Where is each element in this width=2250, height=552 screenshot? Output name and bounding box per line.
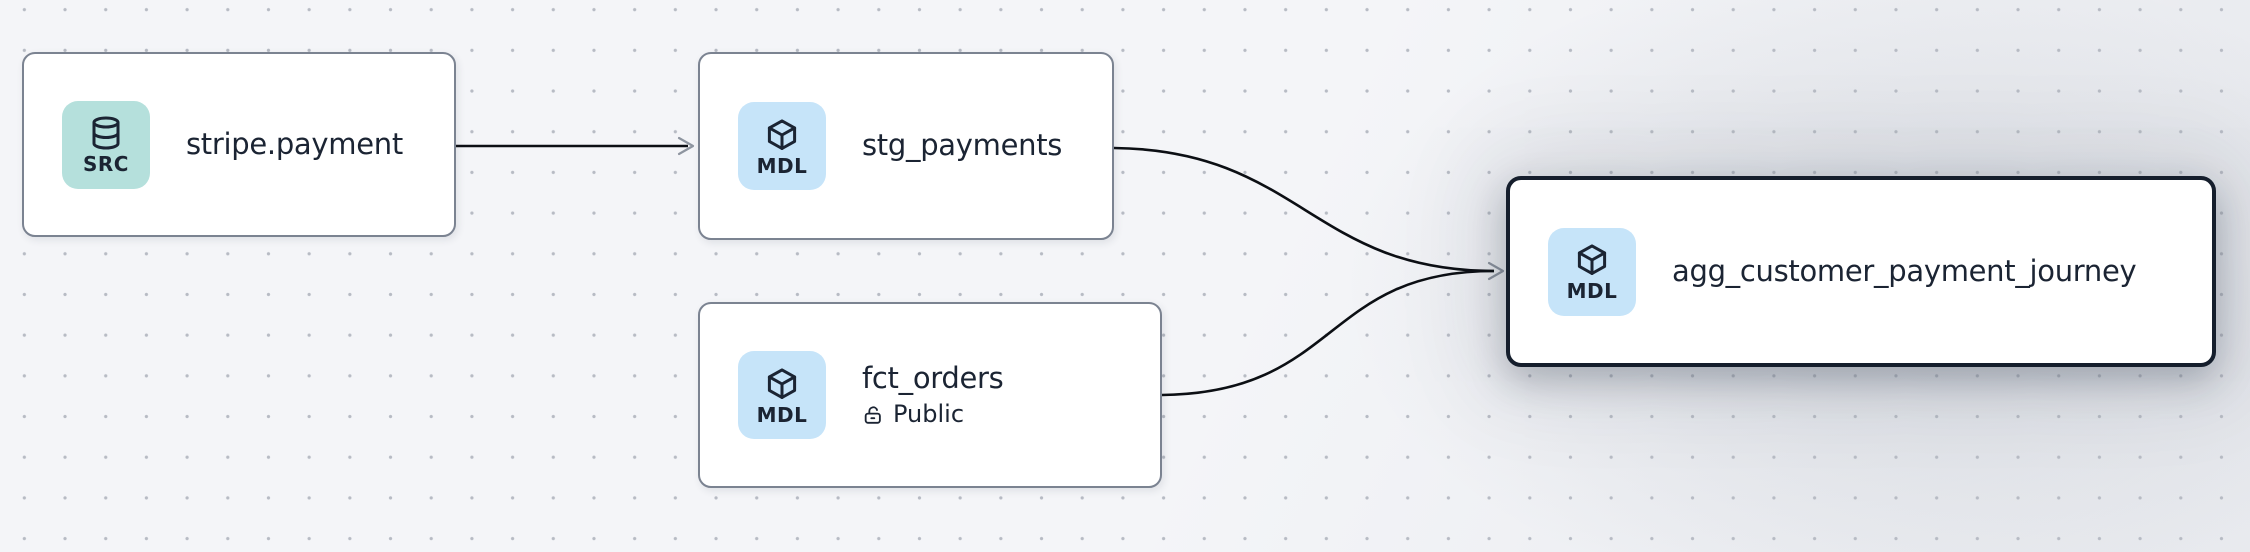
- node-fct-orders[interactable]: MDL fct_orders Public: [698, 302, 1162, 488]
- access-row: Public: [862, 400, 1003, 429]
- node-label: agg_customer_payment_journey: [1672, 253, 2137, 288]
- database-icon: [92, 116, 120, 150]
- source-badge: SRC: [62, 100, 150, 189]
- badge-label: MDL: [1566, 279, 1618, 303]
- badge-label: SRC: [83, 152, 129, 176]
- model-badge: MDL: [738, 102, 826, 190]
- arrowhead-stg: [677, 136, 695, 156]
- lock-open-icon: [864, 406, 881, 424]
- arrowhead-agg: [1487, 261, 1505, 281]
- edge-fct-to-agg: [1161, 269, 1495, 397]
- model-badge: MDL: [1548, 227, 1636, 316]
- node-stg-payments[interactable]: MDL stg_payments: [698, 52, 1114, 240]
- box-icon: [767, 118, 797, 150]
- box-icon: [767, 367, 797, 399]
- model-badge: MDL: [738, 351, 826, 439]
- box-icon: [1577, 244, 1607, 275]
- node-label: stg_payments: [862, 128, 1063, 163]
- node-label: fct_orders: [862, 361, 1004, 396]
- node-label: stripe.payment: [186, 126, 403, 161]
- node-agg-customer-payment-journey[interactable]: MDL agg_customer_payment_journey: [1506, 176, 2216, 367]
- badge-label: MDL: [756, 402, 808, 427]
- access-label: Public: [893, 400, 965, 429]
- edge-stg-to-agg: [1113, 146, 1495, 273]
- node-stripe-payment[interactable]: SRC stripe.payment: [22, 52, 456, 237]
- badge-label: MDL: [756, 153, 808, 178]
